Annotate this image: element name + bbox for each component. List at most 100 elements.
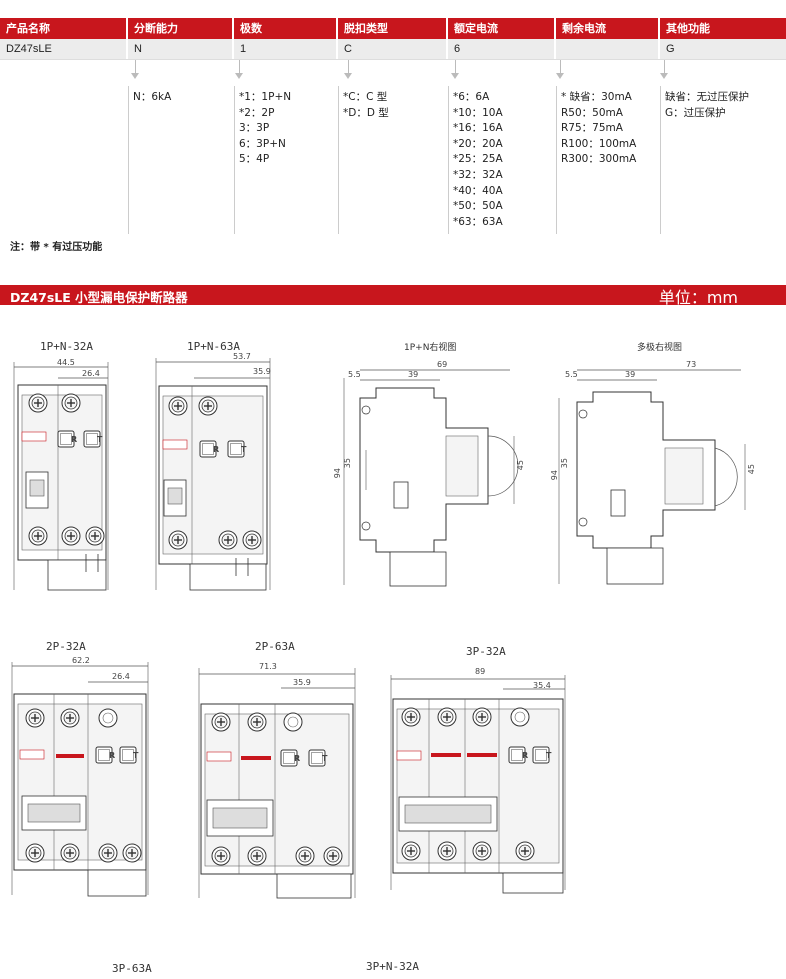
header-other-functions: 其他功能 <box>666 22 710 35</box>
dimension-h2: 35 <box>560 458 569 469</box>
value-trip-type: C <box>338 39 448 59</box>
option-item: *16：16A <box>453 122 503 135</box>
drawing-2p-63a: 2P-63A 71.3 35.9 R T <box>195 640 365 900</box>
arrow-down-icon <box>131 60 139 79</box>
drawing-1p-n-32a: 1P+N-32A 44.5 26.4 R T <box>8 340 128 600</box>
value-residual-current <box>556 39 660 59</box>
side-view-outline <box>343 369 519 587</box>
drawing-label: 1P+N右视图 <box>404 343 457 353</box>
dimension-b: 39 <box>625 370 636 379</box>
dimension-c: 69 <box>437 360 448 369</box>
value-product-name: DZ47sLE <box>0 39 128 59</box>
arrow-down-icon <box>344 60 352 79</box>
options-other-functions: 缺省：无过压保护 G：过压保护 <box>660 86 786 234</box>
r-button-text: R <box>71 435 78 444</box>
r-button-text: R <box>213 445 220 454</box>
option-item: *2：2P <box>239 106 275 119</box>
arrow-down-icon <box>556 60 564 79</box>
option-item: *1：1P+N <box>239 91 292 103</box>
options-poles: *1：1P+N *2：2P 3：3P 6：3P+N 5：4P <box>234 86 338 234</box>
header-breaking-capacity: 分断能力 <box>128 18 234 39</box>
drawing-1p-n-side-view: 1P+N右视图 5.5 39 69 94 35 45 <box>330 340 530 600</box>
option-item: 缺省：无过压保护 <box>665 91 749 103</box>
spec-table: 产品名称 分断能力 极数 脱扣类型 额定电流 剩余电流 其他功能 DZ47sLE… <box>0 18 786 60</box>
dimension-h3: 45 <box>516 460 525 471</box>
value-other-functions: G <box>666 43 675 55</box>
option-item: * 缺省：30mA <box>561 91 632 103</box>
drawing-label-3p-n-32a: 3P+N-32A <box>366 960 419 973</box>
dimension-a: 5.5 <box>348 370 361 379</box>
r-button-text: R <box>109 751 116 760</box>
option-item: R50：50mA <box>561 106 623 119</box>
option-item: *D：D 型 <box>343 106 389 119</box>
option-item: G：过压保护 <box>665 106 726 119</box>
drawing-1p-n-63a: 1P+N-63A 53.7 35.9 R T <box>150 340 280 600</box>
dimension-width: 53.7 <box>233 352 251 361</box>
drawing-label: 1P+N-63A <box>187 340 240 353</box>
breaker-front-outline <box>11 662 149 897</box>
drawing-label: 2P-32A <box>46 640 86 653</box>
option-item: *40：40A <box>453 184 503 197</box>
drawing-label: 3P-32A <box>466 645 506 658</box>
header-product-name: 产品名称 <box>0 18 128 39</box>
unit-label: 单位：mm <box>658 288 738 307</box>
option-item: *6：6A <box>453 91 490 103</box>
dimension-h1: 94 <box>333 468 342 479</box>
dimension-width: 44.5 <box>57 358 75 367</box>
header-residual-current: 剩余电流 <box>556 18 660 39</box>
dimension-h3: 45 <box>747 464 756 475</box>
option-item: *20：20A <box>453 137 503 150</box>
arrow-down-icon <box>451 60 459 79</box>
option-item: R75：75mA <box>561 122 623 135</box>
drawing-label: 2P-63A <box>255 640 295 653</box>
t-button-text: T <box>97 435 103 444</box>
drawing-multipole-side-view: 多极右视图 5.5 39 73 94 35 45 <box>545 340 765 600</box>
t-button-text: T <box>241 445 247 454</box>
side-view-outline <box>558 369 746 585</box>
arrow-down-icon <box>660 60 668 79</box>
dimension-right: 26.4 <box>112 672 130 681</box>
arrow-down-icon <box>235 60 243 79</box>
option-item: R100：100mA <box>561 137 637 150</box>
option-item: *50：50A <box>453 200 503 213</box>
drawing-3p-32a: 3P-32A 89 35.4 R T <box>385 645 585 900</box>
dimension-h2: 35 <box>343 458 352 469</box>
option-item: *C：C 型 <box>343 91 388 103</box>
dimension-h1: 94 <box>550 470 559 481</box>
section-title: DZ47sLE 小型漏电保护断路器 <box>10 290 188 305</box>
breaker-front-outline <box>13 362 109 591</box>
drawing-label-3p-63a: 3P-63A <box>112 962 152 975</box>
breaker-front-outline <box>390 675 566 894</box>
option-item: R300：300mA <box>561 153 637 166</box>
value-breaking-capacity: N <box>128 39 234 59</box>
option-item: *25：25A <box>453 153 503 166</box>
t-button-text: T <box>133 751 139 760</box>
options-breaking-capacity: N：6kA <box>128 86 234 234</box>
dimension-a: 5.5 <box>565 370 578 379</box>
dimension-width: 62.2 <box>72 656 90 665</box>
drawing-label: 1P+N-32A <box>40 340 93 353</box>
t-button-text: T <box>546 751 552 760</box>
dimension-right: 26.4 <box>82 369 100 378</box>
dimension-b: 39 <box>408 370 419 379</box>
spec-header-row: 产品名称 分断能力 极数 脱扣类型 额定电流 剩余电流 其他功能 <box>0 18 786 39</box>
dimension-width: 71.3 <box>259 662 277 671</box>
section-bar: DZ47sLE 小型漏电保护断路器 单位：mm <box>0 285 786 307</box>
option-item: 3：3P <box>239 122 270 135</box>
r-button-text: R <box>522 751 529 760</box>
option-arrows <box>0 60 786 86</box>
header-poles: 极数 <box>234 18 338 39</box>
breaker-front-outline <box>155 358 271 591</box>
option-item: 5：4P <box>239 153 270 166</box>
dimension-right: 35.9 <box>293 678 311 687</box>
breaker-front-outline <box>198 668 356 899</box>
t-button-text: T <box>322 754 328 763</box>
option-item: N：6kA <box>133 91 172 103</box>
r-button-text: R <box>294 754 301 763</box>
overvoltage-note: 注：带 * 有过压功能 <box>10 242 103 253</box>
option-item: *10：10A <box>453 106 503 119</box>
dimension-c: 73 <box>686 360 697 369</box>
value-poles: 1 <box>234 39 338 59</box>
option-columns: N：6kA *1：1P+N *2：2P 3：3P 6：3P+N 5：4P *C：… <box>0 86 786 234</box>
spec-value-row: DZ47sLE N 1 C 6 G <box>0 39 786 60</box>
